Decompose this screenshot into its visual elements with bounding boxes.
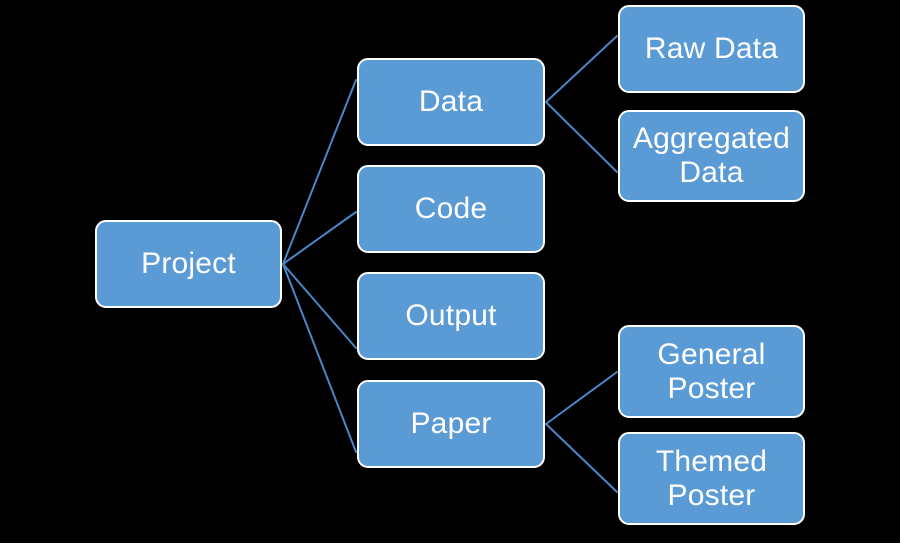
connector-project-data (282, 79, 357, 265)
node-label-thm-poster: Themed Poster (655, 444, 768, 512)
node-project[interactable]: Project (95, 220, 282, 308)
connector-paper-themed-poster (545, 423, 618, 493)
node-agg-data[interactable]: Aggregated Data (618, 110, 805, 202)
node-label-output: Output (405, 299, 497, 333)
connector-project-output (282, 263, 357, 349)
node-label-project: Project (141, 247, 236, 281)
node-output[interactable]: Output (357, 272, 545, 360)
node-paper[interactable]: Paper (357, 380, 545, 468)
connector-data-agg-data (545, 101, 618, 173)
connector-project-code (282, 211, 357, 265)
node-label-data: Data (418, 85, 484, 119)
connector-project-paper (282, 263, 357, 453)
node-raw-data[interactable]: Raw Data (618, 5, 805, 93)
node-label-agg-data: Aggregated Data (632, 122, 791, 189)
node-label-code: Code (414, 192, 488, 226)
node-label-raw-data: Raw Data (644, 32, 779, 66)
node-label-gen-poster: General Poster (657, 337, 766, 405)
node-code[interactable]: Code (357, 165, 545, 253)
node-gen-poster[interactable]: General Poster (618, 325, 805, 418)
connector-data-raw-data (545, 35, 618, 103)
node-thm-poster[interactable]: Themed Poster (618, 432, 805, 525)
connector-paper-general-poster (545, 371, 618, 425)
node-label-paper: Paper (410, 407, 492, 441)
node-data[interactable]: Data (357, 58, 545, 146)
